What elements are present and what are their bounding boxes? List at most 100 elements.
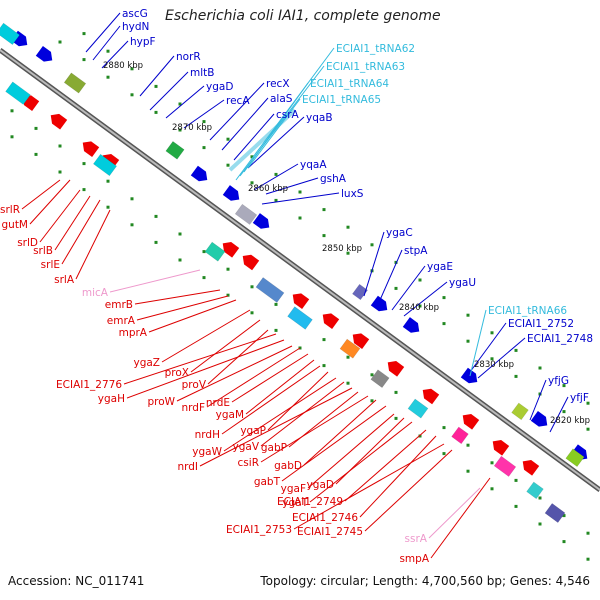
- track-dot: [274, 328, 278, 332]
- track-dot: [58, 40, 62, 44]
- gene-label: hydN: [122, 21, 149, 33]
- track-dot: [226, 163, 230, 167]
- leader-line: [221, 365, 321, 435]
- track-dot: [130, 67, 134, 71]
- track-dot: [514, 348, 518, 352]
- gene-label: micA: [82, 287, 109, 299]
- track-dot: [346, 355, 350, 359]
- track-dot: [178, 102, 182, 106]
- reverse-gene-arrow: [522, 460, 540, 476]
- track-dot: [466, 443, 470, 447]
- forward-gene-block: [565, 448, 585, 467]
- reverse-gene-arrow: [82, 141, 100, 157]
- reverse-gene-block: [370, 369, 390, 388]
- leader-line: [307, 413, 395, 489]
- genome-backbone: [0, 47, 600, 493]
- gene-label: ECIAI1_tRNA64: [310, 78, 389, 90]
- backbone-highlight: [0, 49, 600, 491]
- track-dot: [490, 461, 494, 465]
- track-dot: [562, 540, 566, 544]
- leader-line: [223, 377, 337, 452]
- track-dot: [466, 469, 470, 473]
- forward-gene-arrow: [10, 30, 28, 47]
- track-dot: [538, 496, 542, 500]
- leader-line: [265, 177, 319, 195]
- track-dot: [466, 339, 470, 343]
- forward-gene-arrow: [460, 367, 478, 384]
- leader-line: [190, 319, 261, 373]
- gene-label: ascG: [122, 8, 148, 20]
- gene-label: nrdF: [182, 402, 206, 414]
- gene-label: norR: [176, 51, 201, 63]
- forward-gene-block: [63, 72, 87, 94]
- gene-label: alaS: [270, 93, 293, 105]
- track-dot: [586, 427, 590, 431]
- gene-label: ECIAI1_2749: [277, 496, 343, 508]
- gene-label: gshA: [320, 173, 347, 185]
- track-dot: [322, 338, 326, 342]
- leader-line: [364, 449, 453, 532]
- leader-line: [199, 387, 353, 467]
- leader-line: [165, 85, 205, 119]
- track-dot: [274, 302, 278, 306]
- track-dot: [298, 190, 302, 194]
- leader-line: [61, 199, 101, 265]
- track-dot: [58, 170, 62, 174]
- gene-label: srlB: [33, 245, 53, 257]
- forward-gene-arrow: [222, 185, 240, 201]
- track-dot: [250, 285, 254, 289]
- gene-label: gabT: [254, 476, 281, 488]
- reverse-gene-block: [407, 398, 429, 419]
- leader-line: [253, 163, 299, 191]
- topology-label: Topology: circular; Length: 4,700,560 bp…: [260, 574, 590, 588]
- leader-line: [281, 405, 387, 482]
- track-dot: [346, 251, 350, 255]
- scale-label: 2870 kbp: [172, 123, 212, 133]
- leader-line: [233, 113, 275, 161]
- gene-label: srlD: [17, 237, 38, 249]
- reverse-gene-block: [255, 277, 285, 303]
- forward-gene-arrow: [370, 295, 388, 312]
- track-dot: [394, 416, 398, 420]
- accession-label: Accession: NC_011741: [8, 574, 145, 588]
- gene-label: luxS: [341, 188, 364, 200]
- track-dot: [562, 384, 566, 388]
- track-dot: [370, 373, 374, 377]
- gene-label: ygaD: [307, 479, 334, 491]
- gene-label: stpA: [404, 245, 428, 257]
- track-dot: [514, 478, 518, 482]
- gene-label: ygaH: [98, 393, 125, 405]
- forward-gene-arrow: [530, 411, 548, 427]
- track-dot: [322, 234, 326, 238]
- track-dot: [154, 240, 158, 244]
- track-dot: [202, 120, 206, 124]
- track-dot: [322, 208, 326, 212]
- track-dot: [82, 188, 86, 192]
- track-dot: [106, 49, 110, 53]
- leader-line: [344, 429, 427, 502]
- leader-line: [469, 309, 487, 377]
- leader-line: [260, 381, 345, 447]
- gene-label: proX: [165, 367, 189, 379]
- track-dot: [514, 504, 518, 508]
- track-dot: [586, 557, 590, 561]
- reverse-gene-arrow: [352, 333, 370, 349]
- leader-line: [206, 347, 301, 408]
- gene-label: ECIAI1_2745: [297, 526, 363, 538]
- gene-label: csrA: [276, 109, 300, 121]
- forward-gene-block: [511, 402, 529, 421]
- reverse-gene-block: [93, 153, 117, 177]
- forward-gene-arrow: [402, 317, 420, 333]
- track-dot: [490, 357, 494, 361]
- track-dot: [562, 410, 566, 414]
- track-dot: [10, 135, 14, 139]
- gene-label: ygaT: [282, 497, 308, 509]
- track-dot: [82, 58, 86, 62]
- gene-label: ygaZ: [133, 357, 160, 369]
- gene-label: mltB: [190, 67, 214, 79]
- track-dot: [250, 311, 254, 315]
- leader-line: [126, 339, 285, 399]
- scale-label: 2860 kbp: [248, 184, 288, 194]
- track-dot: [82, 32, 86, 36]
